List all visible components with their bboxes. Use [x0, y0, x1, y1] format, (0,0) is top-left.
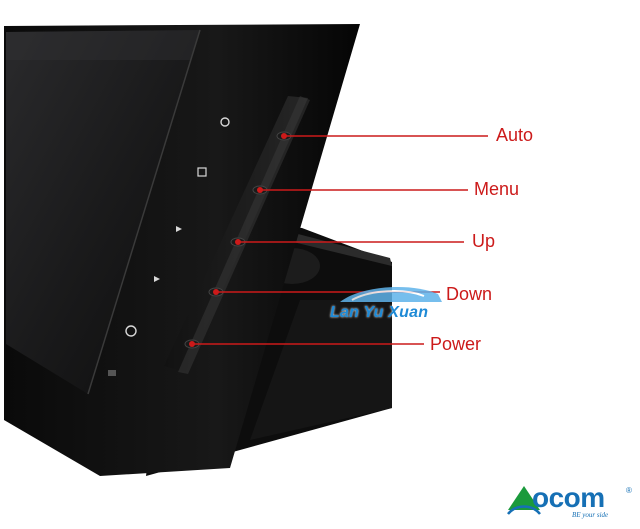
callout-label-power: Power: [430, 334, 482, 354]
indicator-led: [108, 370, 116, 376]
logo-registered-mark: ®: [626, 486, 632, 495]
front-panel-icons: [108, 117, 230, 376]
monitor-side-edge: [164, 96, 310, 374]
callout-lines: [189, 133, 488, 347]
auto-icon: [220, 117, 230, 127]
watermark-car-icon: [340, 287, 442, 302]
watermark-text: Lan Yu Xuan: [330, 304, 429, 321]
down-arrow-icon: [154, 276, 160, 282]
callout-label-auto: Auto: [496, 125, 534, 145]
logo-tagline: BE your side: [572, 511, 609, 519]
logo-mark: [507, 486, 541, 515]
menu-icon: [197, 167, 207, 177]
up-arrow-icon: [176, 226, 182, 232]
callout-label-down: Down: [446, 284, 493, 304]
callout-label-menu: Menu: [474, 179, 520, 199]
callout-label-up: Up: [472, 231, 496, 251]
side-buttons: [184, 131, 292, 349]
logo-wordmark: ocom: [532, 482, 605, 513]
power-icon: [125, 325, 137, 337]
